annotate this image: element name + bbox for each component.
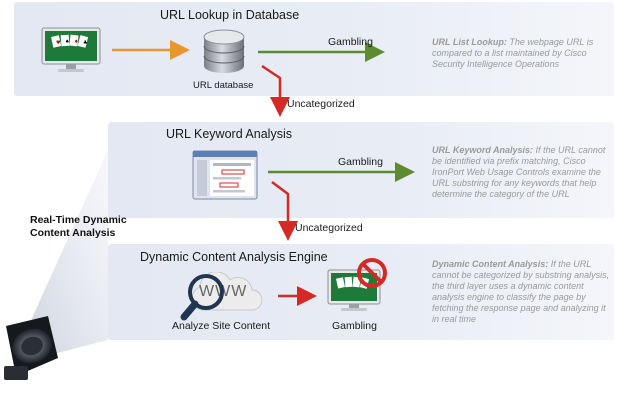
- url-list-lookup-description: URL List Lookup: The webpage URL is comp…: [432, 37, 608, 70]
- url-database-label: URL database: [193, 80, 254, 91]
- uncategorized-arrow-2: [271, 181, 298, 241]
- url-keyword-text: If the URL cannot be identified via pref…: [432, 145, 606, 199]
- svg-text:♣: ♣: [83, 40, 87, 46]
- webpage-keyword-icon: [192, 150, 258, 200]
- svg-text:♠: ♠: [65, 39, 69, 45]
- computer-monitor-icon: ♥ ♠ ♦ ♣: [41, 27, 101, 72]
- dynamic-analysis-title: Dynamic Content Analysis Engine: [140, 250, 328, 264]
- url-keyword-title: URL Keyword Analysis: [166, 127, 292, 141]
- panel2-gambling-label: Gambling: [338, 156, 383, 168]
- dynamic-content-lead: Dynamic Content Analysis:: [432, 259, 549, 269]
- real-time-dynamic-label: Real-Time Dynamic Content Analysis: [30, 214, 127, 239]
- url-lookup-title: URL Lookup in Database: [160, 8, 300, 22]
- spotlight-icon: [4, 316, 58, 380]
- database-icon: [203, 29, 245, 73]
- uncategorized-label-1: Uncategorized: [287, 98, 355, 110]
- blocked-gambling-monitor-icon: [327, 258, 387, 311]
- analyze-site-content-label: Analyze Site Content: [172, 320, 271, 332]
- dynamic-content-description: Dynamic Content Analysis: If the URL can…: [432, 259, 610, 325]
- panel1-gambling-label: Gambling: [328, 36, 373, 48]
- url-list-lookup-lead: URL List Lookup:: [432, 37, 507, 47]
- url-keyword-description: URL Keyword Analysis: If the URL cannot …: [432, 145, 612, 200]
- svg-text:♦: ♦: [74, 39, 78, 45]
- uncategorized-label-2: Uncategorized: [295, 222, 363, 234]
- dynamic-content-text: If the URL cannot be categorized by subs…: [432, 259, 610, 324]
- cloud-www-icon: [191, 272, 263, 311]
- url-list-lookup-text: The webpage URL is compared to a list ma…: [432, 37, 594, 69]
- uncategorized-arrow-1: [261, 64, 290, 117]
- svg-text:♥: ♥: [56, 40, 61, 46]
- panel3-gambling-label: Gambling: [332, 320, 377, 332]
- url-keyword-lead: URL Keyword Analysis:: [432, 145, 534, 155]
- url-keyword-panel: [108, 122, 614, 218]
- magnifying-glass-icon: [180, 274, 224, 321]
